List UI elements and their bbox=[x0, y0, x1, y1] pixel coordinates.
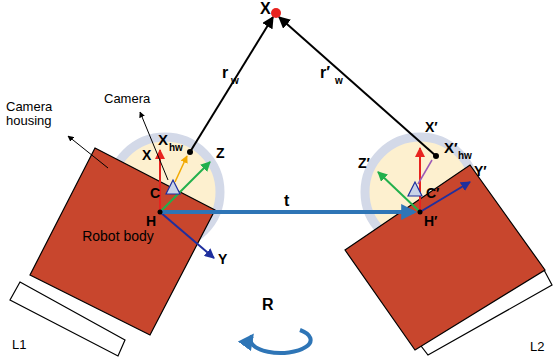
origin-label: H bbox=[146, 214, 156, 229]
axis-label: X bbox=[142, 148, 151, 163]
vector-subscript: w bbox=[231, 75, 239, 86]
part-label: Camera bbox=[104, 92, 150, 106]
camera-ray bbox=[175, 156, 187, 182]
body-label-box: Robot body bbox=[80, 228, 156, 244]
translation-arrow bbox=[160, 210, 414, 214]
body-label: Robot body bbox=[80, 228, 156, 244]
axis-label: Z bbox=[216, 146, 225, 161]
point-subscript: hw bbox=[458, 150, 472, 161]
camera-symbol bbox=[408, 182, 422, 196]
point-label: X bbox=[260, 0, 271, 18]
leg-label: L2 bbox=[530, 340, 544, 354]
vector-label: r bbox=[222, 64, 228, 82]
point-label: X′ bbox=[444, 140, 458, 157]
vector-label: r′ bbox=[320, 64, 330, 82]
vector-subscript: w bbox=[335, 75, 343, 86]
rotation-label: R bbox=[262, 296, 274, 314]
part-label: Camera housing bbox=[6, 100, 68, 129]
origin-h bbox=[158, 210, 163, 215]
camera-symbol bbox=[166, 180, 180, 194]
point-x bbox=[271, 8, 281, 18]
vector-rw-prime bbox=[279, 17, 436, 156]
leader-line bbox=[68, 136, 108, 168]
camera-ray bbox=[418, 160, 432, 184]
leader-line bbox=[140, 112, 168, 180]
point-label: X bbox=[158, 132, 168, 149]
axis-z bbox=[160, 162, 210, 212]
origin-h-prime bbox=[418, 210, 423, 215]
axis-label: X′ bbox=[425, 120, 438, 135]
rotation-arrow bbox=[251, 330, 311, 353]
camera-label: C bbox=[150, 186, 160, 201]
point-xhw-prime bbox=[433, 153, 439, 159]
origin-label: H′ bbox=[424, 214, 437, 229]
robot-body bbox=[30, 148, 215, 335]
camera-label: C′ bbox=[426, 186, 439, 201]
axis-y bbox=[420, 182, 470, 212]
axis-label: Y bbox=[218, 252, 227, 267]
axis-label: Y′ bbox=[474, 164, 487, 179]
robot-body bbox=[345, 165, 545, 350]
vector-label: t bbox=[284, 192, 289, 210]
axis-y bbox=[160, 212, 214, 258]
point-xhw bbox=[187, 149, 193, 155]
vector-rw bbox=[190, 17, 273, 152]
point-subscript: hw bbox=[169, 142, 183, 153]
leg-label: L1 bbox=[12, 338, 26, 352]
axis-label: Z′ bbox=[358, 156, 370, 171]
